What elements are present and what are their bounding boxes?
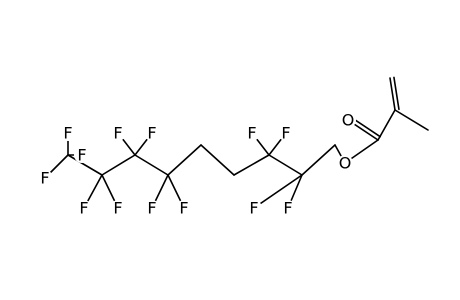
single-bond bbox=[233, 154, 270, 176]
bonds-group bbox=[44, 76, 429, 209]
fluorine-atom-label: F bbox=[40, 169, 49, 188]
fluorine-atom-label: F bbox=[179, 199, 188, 218]
atom-label-background bbox=[76, 200, 92, 216]
fluorine-atom-label: F bbox=[147, 124, 156, 143]
single-bond bbox=[67, 154, 103, 176]
atom-label-background bbox=[340, 112, 356, 128]
fluorine-atom-label: F bbox=[147, 199, 156, 218]
single-bond bbox=[394, 109, 429, 131]
atom-label-background bbox=[37, 170, 53, 186]
atom-label-background bbox=[144, 125, 160, 141]
fluorine-atom-label: F bbox=[281, 124, 290, 143]
fluorine-atom-label: F bbox=[113, 199, 122, 218]
atom-label-background bbox=[246, 200, 262, 216]
atom-label-background bbox=[110, 125, 126, 141]
fluorine-atom-label: F bbox=[283, 199, 292, 218]
atom-label-background bbox=[110, 200, 126, 216]
single-bond bbox=[134, 154, 169, 176]
atom-label-background bbox=[278, 125, 294, 141]
atom-label-background bbox=[74, 147, 90, 163]
single-bond bbox=[167, 144, 202, 176]
single-bond bbox=[377, 109, 396, 141]
atom-label-background bbox=[144, 200, 160, 216]
fluorine-atom-label: F bbox=[77, 146, 86, 165]
single-bond bbox=[268, 154, 303, 176]
single-bond bbox=[253, 174, 303, 209]
atom-label-background bbox=[176, 200, 192, 216]
oxygen-atom-label: O bbox=[339, 154, 352, 173]
oxygen-atom-label: O bbox=[342, 111, 355, 130]
atom-label-background bbox=[60, 125, 76, 141]
double-bond-line bbox=[393, 76, 400, 111]
fluorine-atom-label: F bbox=[79, 199, 88, 218]
single-bond bbox=[301, 144, 336, 176]
single-bond bbox=[101, 154, 136, 176]
atom-label-background bbox=[244, 125, 260, 141]
fluorine-atom-label: F bbox=[247, 124, 256, 143]
atom-label-background bbox=[280, 200, 296, 216]
fluorine-atom-label: F bbox=[63, 124, 72, 143]
fluorine-atom-label: F bbox=[113, 124, 122, 143]
atom-label-background bbox=[337, 155, 353, 171]
single-bond bbox=[200, 144, 235, 176]
double-bond-line bbox=[389, 77, 396, 111]
fluorine-atom-label: F bbox=[249, 199, 258, 218]
